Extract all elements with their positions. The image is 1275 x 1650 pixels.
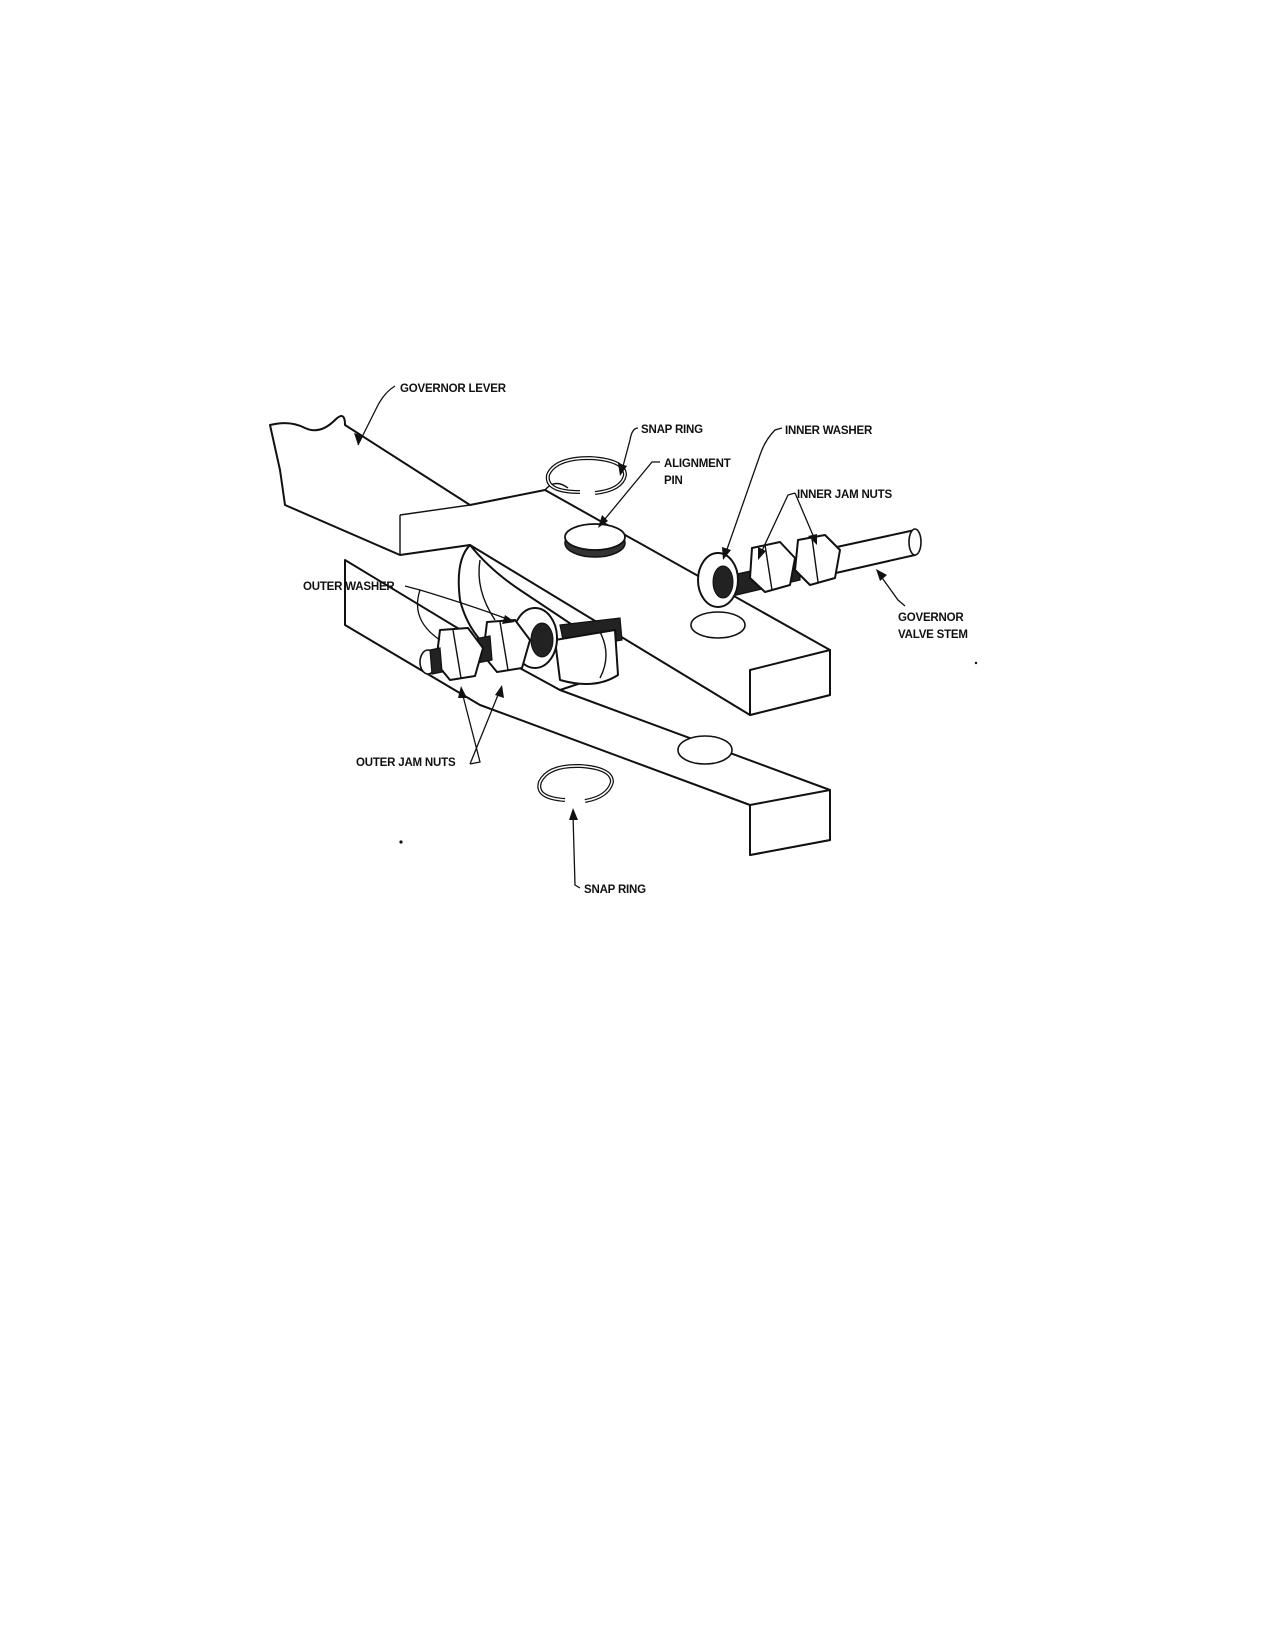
label-governor-valve-stem-1: GOVERNOR (898, 612, 964, 624)
snap-ring-top (545, 455, 628, 495)
outer-jam-nuts (419, 619, 531, 681)
label-snap-ring-bottom: SNAP RING (584, 884, 646, 896)
figure-labels: GOVERNOR LEVER SNAP RING ALIGNMENT PIN I… (303, 383, 968, 896)
label-alignment-pin-2: PIN (664, 475, 683, 487)
leader-lines (354, 385, 906, 889)
label-governor-valve-stem-2: VALVE STEM (898, 629, 968, 641)
inner-jam-nuts (749, 534, 841, 593)
label-outer-washer: OUTER WASHER (303, 581, 395, 593)
label-snap-ring-top: SNAP RING (641, 424, 703, 436)
scan-speck (399, 840, 403, 844)
outer-stud (554, 617, 623, 685)
label-governor-lever: GOVERNOR LEVER (400, 383, 507, 395)
alignment-pin (564, 523, 626, 558)
label-alignment-pin-1: ALIGNMENT (664, 458, 731, 470)
label-inner-washer: INNER WASHER (785, 425, 873, 437)
scan-speck (974, 661, 978, 665)
inner-washer (697, 552, 739, 608)
snap-ring-bottom (537, 763, 615, 803)
governor-lever-body (269, 415, 831, 716)
upper-arm-hole (690, 611, 746, 639)
lower-arm-hole (677, 735, 733, 765)
label-outer-jam-nuts: OUTER JAM NUTS (356, 757, 456, 769)
label-inner-jam-nuts: INNER JAM NUTS (797, 489, 892, 501)
